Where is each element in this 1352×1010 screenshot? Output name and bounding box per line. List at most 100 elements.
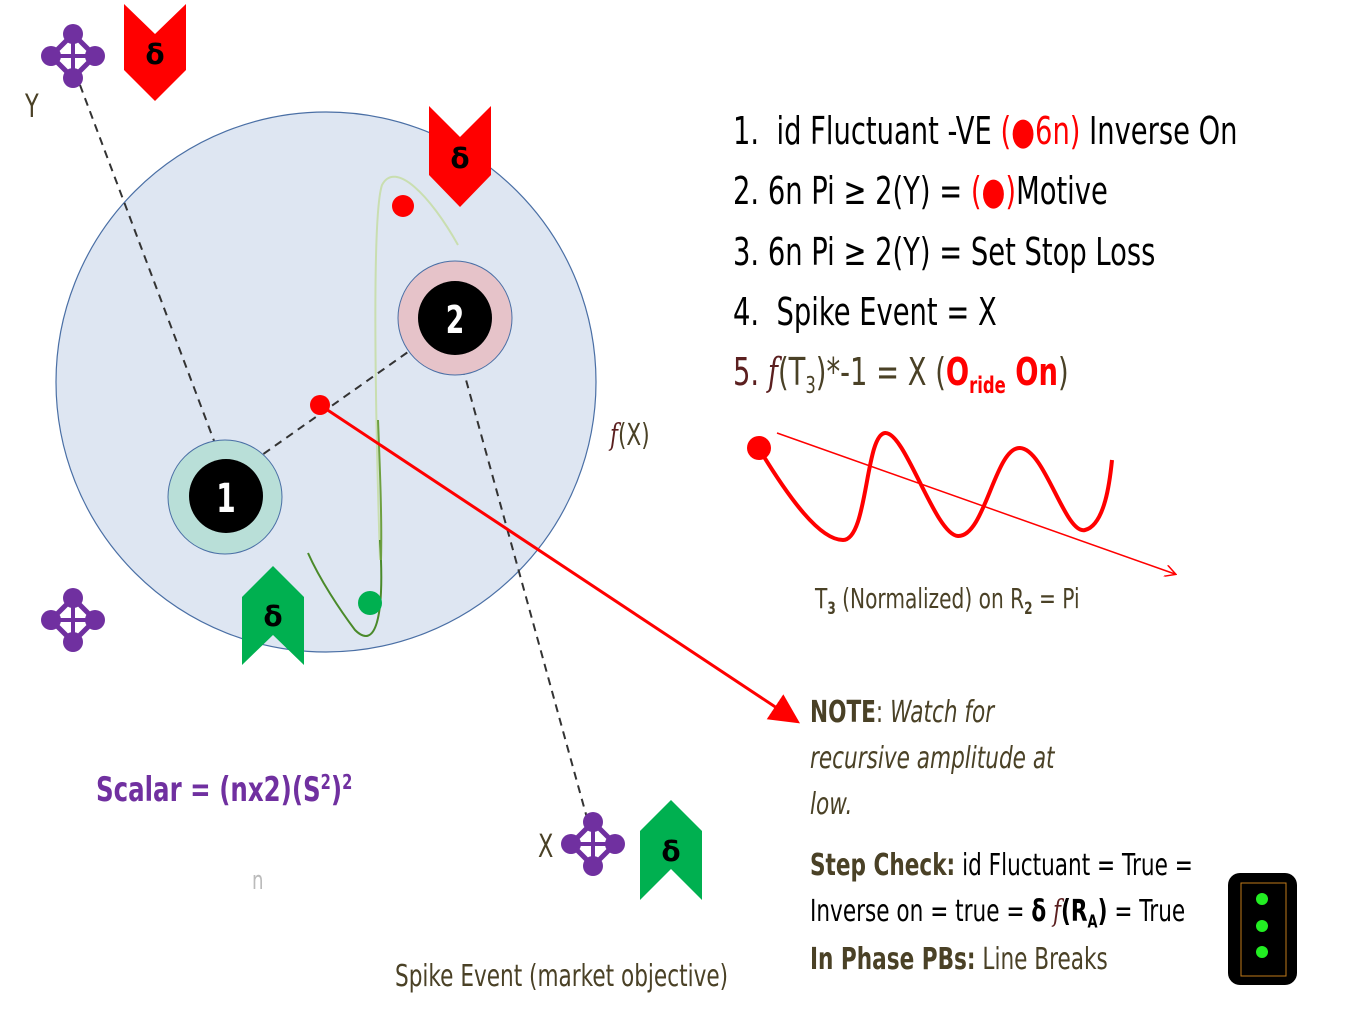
light-1: [1256, 893, 1268, 905]
rule-red-text: 6n: [1035, 109, 1070, 153]
node-2: [418, 281, 492, 355]
step-check-text: id Fluctuant = True =: [955, 848, 1193, 883]
superscript: 2: [342, 770, 353, 794]
y-axis-label: Y: [25, 87, 39, 125]
link-dashed-line: [251, 339, 426, 463]
rule-text: Spike Event = X: [776, 290, 997, 334]
rule-func: f: [767, 350, 778, 394]
red-dot-top: [392, 195, 414, 217]
note-line: low.: [810, 787, 853, 822]
red-delta-chevron-mid: δ: [429, 106, 491, 207]
step-check-text: Inverse on = true =: [810, 894, 1032, 929]
step-check-text: = True: [1107, 894, 1186, 929]
step-check-func: f: [1053, 894, 1062, 929]
superscript: 2: [320, 770, 331, 794]
scalar-formula: Scalar = (nx2)(S2)2: [96, 772, 352, 807]
node-1-label: 1: [216, 476, 235, 522]
rule-text: 6n Pi ≥ 2(Y) = Set Stop Loss: [767, 230, 1156, 274]
node-2-label: 2: [446, 298, 465, 342]
rule-number: 2.: [733, 169, 760, 213]
green-delta-chevron-left: δ: [242, 566, 304, 665]
override-o: O: [945, 350, 970, 394]
light-3: [1256, 946, 1268, 958]
paren: (: [1000, 109, 1012, 153]
bottom-caption: Spike Event (market objective): [395, 959, 729, 994]
in-phase-label: In Phase PBs:: [810, 942, 976, 977]
traffic-light: [1228, 873, 1297, 985]
fx-func: f: [610, 418, 618, 453]
override-sub: ride: [969, 372, 1006, 399]
rule-number: 4.: [733, 290, 760, 334]
step-check: Step Check: id Fluctuant = True = Invers…: [810, 843, 1193, 945]
note-line: recursive amplitude at: [810, 741, 1055, 776]
rule-3: 3. 6n Pi ≥ 2(Y) = Set Stop Loss: [733, 233, 1155, 271]
rule-number: 1.: [733, 109, 760, 153]
delta-symbol: δ: [661, 835, 680, 868]
delta-symbol: δ: [1031, 894, 1047, 929]
rule-text: 6n Pi ≥ 2(Y) =: [767, 169, 971, 213]
paren: ): [1005, 169, 1017, 213]
caption-mid: (Normalized) on R: [835, 582, 1025, 615]
red-dot-icon: ●: [1011, 109, 1036, 153]
override-on: On: [1005, 350, 1059, 394]
step-check-arg: ): [1097, 894, 1108, 929]
network-hub-icon-y: [41, 24, 105, 88]
rule-text: Inverse On: [1080, 109, 1238, 153]
paren: ): [1069, 109, 1081, 153]
rule-text: )*-1 = X (: [815, 350, 946, 394]
red-arrow: [319, 403, 801, 724]
rule-number: 5.: [733, 350, 760, 394]
green-curve: [307, 539, 383, 637]
step-check-label: Step Check:: [810, 848, 956, 883]
rule-5: 5. f(T3)*-1 = X (Oride On): [733, 353, 1069, 398]
red-arrow-origin: [310, 395, 330, 415]
node-1: [189, 459, 263, 533]
fx-arg: (X): [617, 418, 650, 453]
rule-4: 4. Spike Event = X: [733, 293, 997, 331]
note-line: Watch for: [890, 695, 995, 730]
x-axis-label: X: [538, 827, 554, 865]
rule-text: Motive: [1016, 169, 1108, 213]
green-curve-vert: [377, 419, 383, 561]
wave-curve: [756, 431, 1114, 543]
note-colon: :: [875, 695, 891, 730]
caption-t: T: [815, 582, 828, 615]
wave-start-dot: [747, 436, 771, 460]
y-dashed-line: [79, 84, 223, 463]
network-hub-icon-x: [561, 812, 625, 876]
paren: (: [970, 169, 982, 213]
light-2: [1256, 920, 1268, 932]
note-label: NOTE: [810, 695, 876, 730]
subscript: A: [1087, 911, 1098, 933]
rule-number: 3.: [733, 230, 760, 274]
x-dashed-line: [454, 339, 588, 819]
subscript: 2: [1024, 597, 1033, 618]
red-dot-icon: ●: [981, 169, 1006, 213]
step-check-arg: (R: [1061, 894, 1088, 929]
subscript: 3: [805, 372, 816, 399]
delta-symbol: δ: [450, 142, 469, 175]
red-delta-chevron-top: δ: [124, 4, 186, 101]
fx-label: f(X): [610, 421, 650, 451]
formula-text: Scalar = (nx2)(S: [96, 770, 321, 811]
rule-text: (T: [777, 350, 806, 394]
in-phase: In Phase PBs: Line Breaks: [810, 945, 1108, 975]
green-delta-chevron-right: δ: [640, 800, 702, 900]
green-dot: [358, 591, 382, 615]
rule-1: 1. id Fluctuant -VE (●6n) Inverse On: [733, 112, 1238, 150]
wave-caption: T3 (Normalized) on R2 = Pi: [815, 585, 1080, 617]
in-phase-text: Line Breaks: [975, 942, 1108, 977]
formula-text: ): [330, 770, 343, 811]
subscript: 3: [827, 597, 836, 618]
delta-symbol: δ: [145, 38, 164, 71]
rule-2: 2. 6n Pi ≥ 2(Y) = (●)Motive: [733, 172, 1108, 210]
light-green-curve: [374, 175, 459, 561]
caption-end: = Pi: [1032, 582, 1080, 615]
field-sphere: [55, 111, 597, 653]
note-block: NOTE: Watch for recursive amplitude at l…: [810, 690, 1055, 828]
rule-text: id Fluctuant -VE: [776, 109, 1001, 153]
trend-arrow: [776, 432, 1175, 574]
delta-symbol: δ: [263, 600, 282, 633]
faint-mark: n: [252, 866, 264, 896]
